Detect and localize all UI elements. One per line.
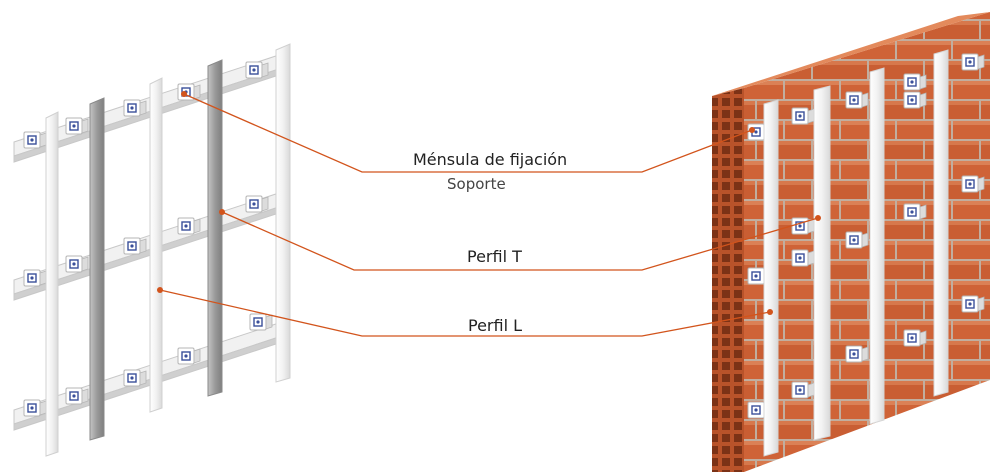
profiles-on-wall [763, 49, 949, 457]
wall-bracket [961, 53, 985, 71]
wall-bracket [845, 231, 869, 249]
wall-bracket [903, 91, 927, 109]
wall-bracket [845, 345, 869, 363]
label-bracket-sub: Soporte [447, 175, 506, 193]
t-profiles-left [89, 59, 223, 441]
mounting-bracket [177, 217, 201, 235]
leader-dot [815, 215, 821, 221]
mounting-bracket [177, 83, 201, 101]
mounting-bracket [123, 99, 147, 117]
mounting-bracket [65, 255, 89, 273]
leader-dot [749, 127, 755, 133]
wall-bracket [791, 249, 815, 267]
mounting-bracket [245, 195, 269, 213]
mounting-brackets-left [23, 61, 273, 417]
mounting-bracket [65, 387, 89, 405]
leader-dot [157, 287, 163, 293]
l-profiles-left [45, 43, 291, 457]
wall-bracket [903, 329, 927, 347]
mounting-bracket [65, 117, 89, 135]
mounting-bracket [23, 269, 47, 287]
leader-line-bracket [183, 93, 753, 173]
label-bracket: Ménsula de fijación [413, 150, 568, 169]
leader-line-t-profile [221, 211, 819, 271]
mounting-bracket [23, 131, 47, 149]
wall-bracket [961, 175, 985, 193]
leader-lines [157, 91, 821, 337]
label-t-profile: Perfil T [467, 247, 522, 266]
mounting-bracket [123, 237, 147, 255]
label-l-profile: Perfil L [468, 316, 523, 335]
substructure-exploded [13, 43, 291, 457]
mounting-bracket [123, 369, 147, 387]
mounting-bracket [177, 347, 201, 365]
mounting-bracket [23, 399, 47, 417]
wall-bracket [845, 91, 869, 109]
leader-dot [219, 209, 225, 215]
wall-bracket [903, 203, 927, 221]
leader-dot [767, 309, 773, 315]
mounting-bracket [245, 61, 269, 79]
mounting-bracket [249, 313, 273, 331]
wall-bracket [903, 73, 927, 91]
mounting-brackets-wall [747, 53, 985, 419]
wall-bracket [791, 381, 815, 399]
wall-bracket [791, 107, 815, 125]
wall-bracket [961, 295, 985, 313]
leader-dot [181, 91, 187, 97]
leader-line-l-profile [159, 289, 771, 337]
